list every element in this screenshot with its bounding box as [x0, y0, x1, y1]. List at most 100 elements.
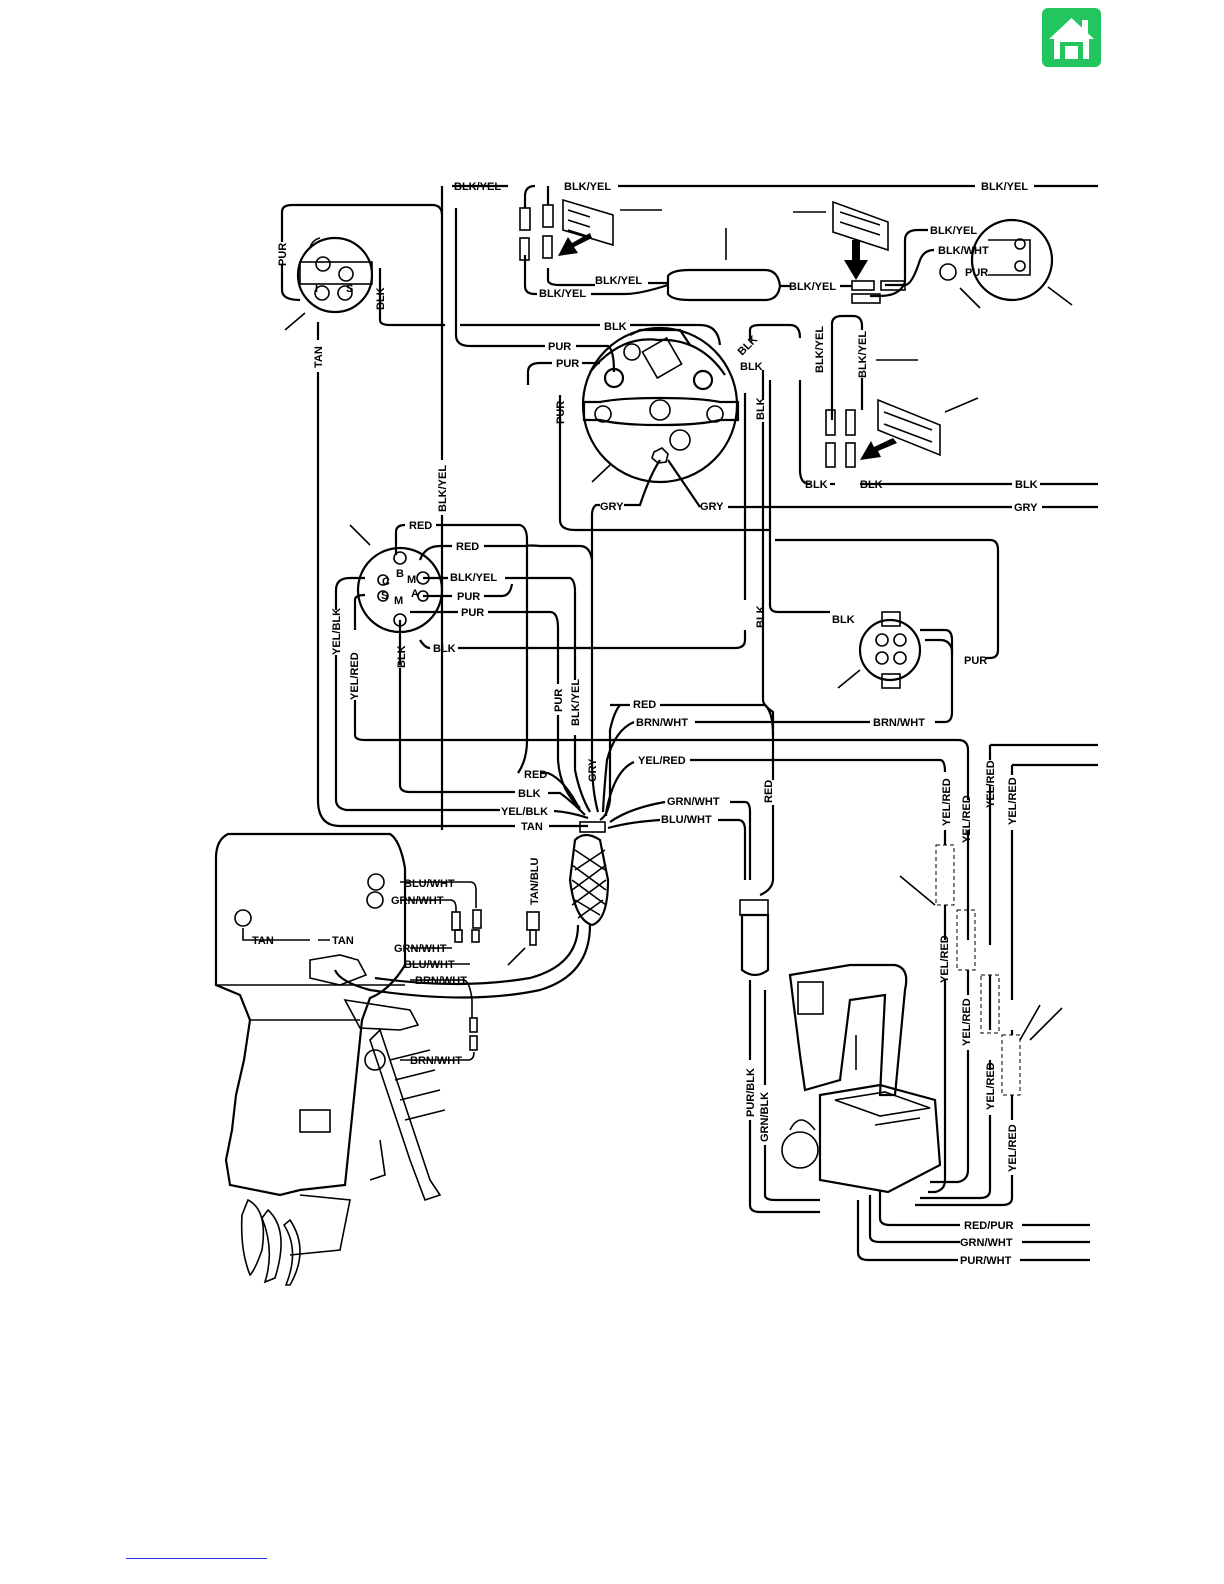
wire-label: RED — [456, 541, 479, 553]
wire-label: BLK/YEL — [570, 679, 582, 726]
wire-label: BLK/YEL — [857, 331, 869, 378]
terminal-s2: S — [346, 283, 353, 295]
wire-label: BLK — [805, 479, 828, 491]
wire-label: YEL/RED — [985, 1062, 997, 1110]
motor-connectors — [400, 881, 482, 1061]
wire-label: BLK — [433, 643, 456, 655]
wire-label: YEL/RED — [638, 755, 686, 767]
wire-label: BRN/WHT — [873, 717, 925, 729]
small-gauge-right — [837, 611, 922, 689]
wire-label: BLK/YEL — [981, 181, 1028, 193]
bullet-connectors-top — [519, 198, 662, 261]
wire-label: PUR — [553, 689, 565, 712]
terminal-a: A — [411, 588, 419, 600]
terminal-s: S — [381, 590, 388, 602]
wire-label: RED — [409, 520, 432, 532]
wire-label: YEL/RED — [1007, 777, 1019, 825]
terminal-letters: B C M A S M I S — [315, 283, 419, 607]
wire-label: BLK/YEL — [539, 288, 586, 300]
wire-label: RED — [524, 769, 547, 781]
wire-label: BLK — [375, 287, 387, 310]
wire-label: YEL/BLK — [331, 608, 343, 655]
wire-label: GRY — [700, 501, 724, 513]
wire-label: RED — [633, 699, 656, 711]
in-line-resistor — [666, 228, 782, 302]
wire-label: BLK/YEL — [454, 181, 501, 193]
wire-label: PUR — [277, 243, 289, 266]
wire-label: BLK/WHT — [938, 245, 989, 257]
wire-label: TAN — [313, 346, 325, 368]
wire-label: BLK/YEL — [437, 465, 449, 512]
wire-label: GRN/WHT — [960, 1237, 1013, 1249]
wire-label: BLK — [740, 361, 763, 373]
wire-label: GRY — [587, 758, 599, 782]
wire-label: PUR — [965, 267, 988, 279]
wire-label: TAN — [332, 935, 354, 947]
wire-label: BLK/YEL — [814, 326, 826, 373]
terminal-i: I — [315, 283, 318, 295]
wire-label: PUR — [556, 358, 579, 370]
wire-label: BLK/YEL — [595, 275, 642, 287]
ignition-switch-top — [284, 236, 374, 331]
wire-label: YEL/RED — [941, 778, 953, 826]
wire-label: GRN/WHT — [391, 895, 444, 907]
wire-label: YEL/RED — [1007, 1124, 1019, 1172]
wire-label: GRN/WHT — [394, 943, 447, 955]
wire-label: PUR/BLK — [745, 1068, 757, 1117]
terminal-m: M — [407, 574, 416, 586]
wire-label: YEL/RED — [961, 998, 973, 1046]
bracket-right-top — [793, 200, 906, 304]
wire-label: BRN/WHT — [415, 975, 467, 987]
home-icon — [1049, 18, 1094, 59]
components — [214, 198, 1073, 1286]
remote-control-box — [739, 899, 942, 1194]
wire-label: BLK — [736, 334, 761, 359]
wire-label: BLU/WHT — [404, 878, 455, 890]
wire-label: GRY — [1014, 502, 1038, 514]
harness-boot — [507, 821, 610, 966]
key-switch — [349, 524, 444, 634]
bracket-right-mid — [825, 359, 979, 468]
wire-label: PUR — [461, 607, 484, 619]
wire-label: BLK/YEL — [789, 281, 836, 293]
wire-label: BRN/WHT — [636, 717, 688, 729]
wires — [280, 184, 1098, 1262]
wire-label: PUR — [548, 341, 571, 353]
footer-link-underline[interactable] — [126, 1558, 267, 1559]
wire-label: YEL/RED — [349, 652, 361, 700]
outboard-motor — [214, 832, 446, 1286]
wire-label: TAN — [521, 821, 543, 833]
wire-label: GRN/WHT — [667, 796, 720, 808]
terminal-m2: M — [394, 595, 403, 607]
wire-label: YEL/RED — [939, 935, 951, 983]
wire-labels: BLK/YEL BLK/YEL BLK/YEL BLK/YEL BLK/YEL … — [252, 181, 1038, 1267]
wire-label: GRY — [600, 501, 624, 513]
wire-label: BRN/WHT — [410, 1055, 462, 1067]
wire-label: BLK/YEL — [564, 181, 611, 193]
wire-label: BLK — [832, 614, 855, 626]
wire-label: BLK/YEL — [450, 572, 497, 584]
wire-label: PUR/WHT — [960, 1255, 1012, 1267]
wire-label: RED/PUR — [964, 1220, 1014, 1232]
main-gauge — [581, 326, 740, 484]
wire-label: TAN — [252, 935, 274, 947]
wire-label: GRN/BLK — [759, 1092, 771, 1142]
wire-label: YEL/BLK — [501, 806, 548, 818]
home-button[interactable] — [1042, 8, 1101, 67]
wire-label: BLK/YEL — [930, 225, 977, 237]
wire-label: YEL/RED — [985, 760, 997, 808]
wire-label: RED — [763, 780, 775, 803]
terminal-b: B — [396, 568, 404, 580]
wire-label: BLU/WHT — [404, 959, 455, 971]
wire-label: BLK — [518, 788, 541, 800]
wire-label: BLK — [755, 605, 767, 628]
terminal-c: C — [382, 576, 390, 588]
wire-label: PUR — [964, 655, 987, 667]
wire-label: BLK — [755, 397, 767, 420]
dashed-connectors — [899, 844, 1063, 1096]
wire-label: PUR — [457, 591, 480, 603]
wire-label: BLK — [860, 479, 883, 491]
wire-label: BLK — [604, 321, 627, 333]
wire-label: BLU/WHT — [661, 814, 712, 826]
